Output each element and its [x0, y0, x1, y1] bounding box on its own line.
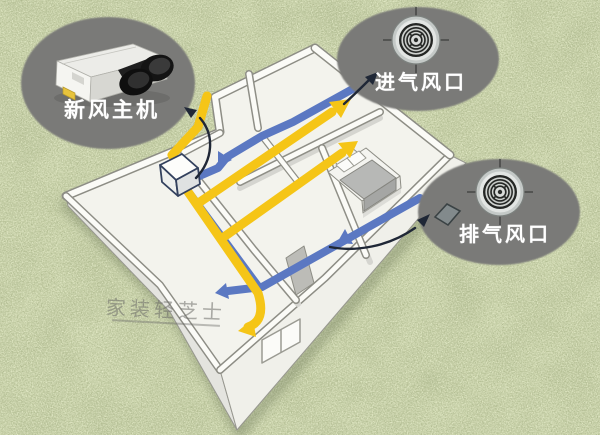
callout-label-fresh-air-host: 新风主机 — [64, 98, 160, 122]
return-duct-arrowheads — [215, 151, 353, 299]
supply-duct-arrowheads — [238, 99, 358, 337]
window — [261, 318, 301, 364]
annotation-arrows — [184, 72, 430, 250]
heat-recovery-ventilator-icon — [54, 43, 174, 107]
arrow-to-air-exhaust — [328, 214, 430, 250]
callout-label-air-intake: 进气风口 — [375, 70, 467, 94]
exhaust-wall-vent — [433, 203, 462, 227]
bed — [327, 147, 402, 218]
arrow-to-fresh-air-host — [184, 107, 212, 180]
outer-wall-bands — [61, 43, 455, 374]
fresh-air-unit-box — [159, 153, 201, 197]
arrow-to-air-intake — [342, 72, 378, 106]
callout-label-air-exhaust: 排气风口 — [459, 222, 551, 246]
